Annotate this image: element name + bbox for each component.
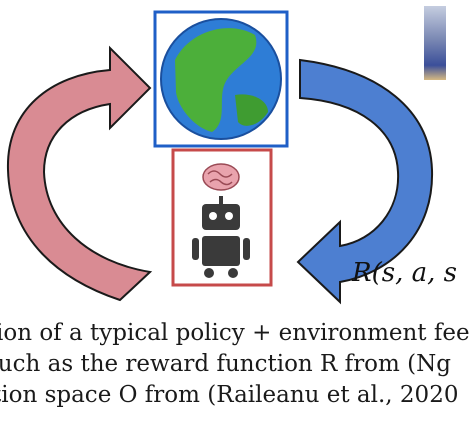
reward-function-label: R(s, a, s xyxy=(352,258,457,288)
pink-feedback-arrow xyxy=(6,45,153,302)
figure-drawing xyxy=(6,10,434,305)
caption-line-3: tion space O from (Raileanu et al., 2020 xyxy=(0,382,459,408)
figure-caption: ion of a typical policy + environment fe… xyxy=(0,318,470,446)
robot-icon xyxy=(192,196,250,278)
blue-feedback-arrow xyxy=(296,58,434,305)
brain-icon xyxy=(202,163,240,191)
caption-line-1: ion of a typical policy + environment fe… xyxy=(0,320,470,346)
caption-line-2: such as the reward function R from (Ng xyxy=(0,351,451,377)
cropped-thumbnail-image xyxy=(424,6,446,80)
policy-environment-figure: R(s, a, s xyxy=(6,6,457,305)
globe-icon xyxy=(160,18,282,140)
